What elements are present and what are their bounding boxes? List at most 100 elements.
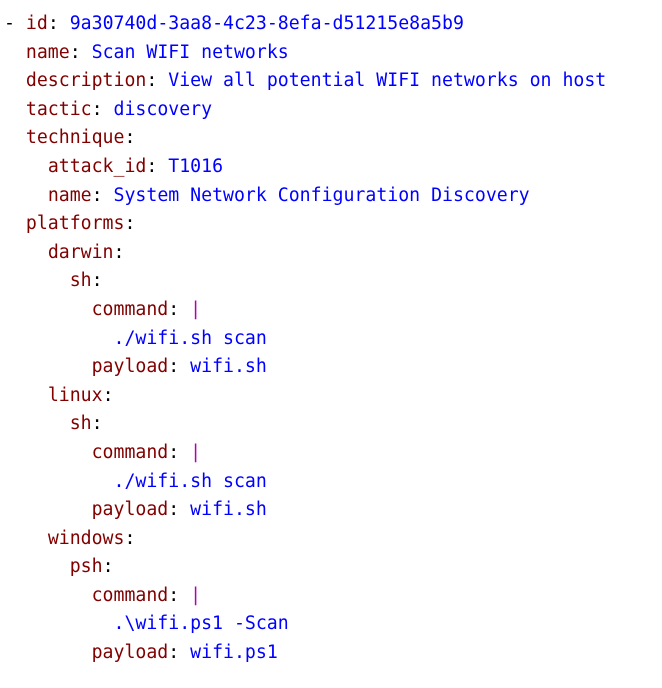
indent <box>4 642 92 663</box>
colon: : <box>69 41 81 63</box>
yaml-key: attack_id <box>47 155 147 177</box>
yaml-value: wifi.sh <box>190 499 267 521</box>
yaml-line: description: View all potential WIFI net… <box>4 67 606 96</box>
yaml-line: command: | <box>4 582 606 611</box>
colon: : <box>146 155 158 177</box>
colon: : <box>91 184 103 206</box>
yaml-line: - id: 9a30740d-3aa8-4c23-8efa-d51215e8a5… <box>4 10 606 39</box>
yaml-line: name: Scan WIFI networks <box>4 39 606 68</box>
yaml-value: View all potential WIFI networks on host <box>168 70 607 92</box>
indent <box>4 413 70 434</box>
yaml-line: payload: wifi.sh <box>4 496 606 525</box>
yaml-line: name: System Network Configuration Disco… <box>4 182 606 211</box>
yaml-line: technique: <box>4 124 606 153</box>
indent <box>4 585 92 606</box>
indent <box>4 156 48 177</box>
colon: : <box>124 127 136 149</box>
colon: : <box>168 584 180 606</box>
colon: : <box>124 527 136 549</box>
yaml-key: id <box>25 13 48 34</box>
yaml-line: payload: wifi.sh <box>4 353 606 382</box>
colon: : <box>146 70 158 92</box>
yaml-key: command <box>91 298 169 320</box>
yaml-line: command: | <box>4 439 606 468</box>
yaml-line: attack_id: T1016 <box>4 153 606 182</box>
colon: : <box>124 213 136 235</box>
yaml-key: windows <box>47 527 125 549</box>
yaml-value: Scan WIFI networks <box>91 41 289 63</box>
yaml-line: sh: <box>4 410 606 439</box>
indent <box>4 385 48 406</box>
colon: : <box>91 270 103 292</box>
yaml-key: tactic <box>25 98 92 120</box>
yaml-value: discovery <box>113 98 213 120</box>
indent <box>4 270 70 291</box>
yaml-line: .\wifi.ps1 -Scan <box>4 610 606 639</box>
yaml-value: wifi.sh <box>190 356 267 378</box>
block-scalar-indicator: | <box>190 298 202 320</box>
yaml-line: windows: <box>4 525 606 554</box>
yaml-key: sh <box>69 413 92 435</box>
yaml-key: command <box>91 441 169 463</box>
yaml-line: ./wifi.sh scan <box>4 325 606 354</box>
yaml-line: sh: <box>4 267 606 296</box>
block-scalar-indicator: | <box>190 441 202 463</box>
yaml-key: darwin <box>47 241 114 263</box>
block-scalar-content: ./wifi.sh scan <box>113 470 267 492</box>
indent <box>4 299 92 320</box>
indent <box>4 70 26 91</box>
colon: : <box>168 298 180 320</box>
block-scalar-indicator: | <box>190 584 202 606</box>
yaml-key: payload <box>91 642 169 664</box>
yaml-key: linux <box>47 384 103 406</box>
indent <box>4 471 114 492</box>
yaml-line: payload: wifi.ps1 <box>4 639 606 668</box>
indent <box>4 442 92 463</box>
yaml-key: command <box>91 584 169 606</box>
indent <box>4 242 48 263</box>
indent <box>4 613 114 634</box>
colon: : <box>102 556 114 578</box>
colon: : <box>102 384 114 406</box>
colon: : <box>47 13 59 34</box>
colon: : <box>91 98 103 120</box>
indent <box>4 528 48 549</box>
list-dash: - <box>4 13 26 34</box>
block-scalar-content: .\wifi.ps1 -Scan <box>113 613 289 635</box>
indent <box>4 42 26 63</box>
yaml-key: technique <box>25 127 125 149</box>
yaml-key: payload <box>91 356 169 378</box>
yaml-line: psh: <box>4 553 606 582</box>
yaml-value: System Network Configuration Discovery <box>113 184 530 206</box>
colon: : <box>168 642 180 664</box>
yaml-key: name <box>25 41 70 63</box>
yaml-key: description <box>25 70 147 92</box>
yaml-line: platforms: <box>4 210 606 239</box>
yaml-line: tactic: discovery <box>4 96 606 125</box>
yaml-value: wifi.ps1 <box>190 642 278 664</box>
yaml-line: linux: <box>4 382 606 411</box>
yaml-key: psh <box>69 556 103 578</box>
indent <box>4 99 26 120</box>
indent <box>4 499 92 520</box>
colon: : <box>168 499 180 521</box>
yaml-value: 9a30740d-3aa8-4c23-8efa-d51215e8a5b9 <box>69 13 464 34</box>
colon: : <box>168 356 180 378</box>
yaml-line: ./wifi.sh scan <box>4 468 606 497</box>
colon: : <box>168 441 180 463</box>
yaml-key: payload <box>91 499 169 521</box>
indent <box>4 356 92 377</box>
yaml-key: platforms <box>25 213 125 235</box>
yaml-key: name <box>47 184 92 206</box>
colon: : <box>91 413 103 435</box>
indent <box>4 556 70 577</box>
yaml-key: sh <box>69 270 92 292</box>
indent <box>4 127 26 148</box>
indent <box>4 213 26 234</box>
yaml-line: command: | <box>4 296 606 325</box>
yaml-line: darwin: <box>4 239 606 268</box>
block-scalar-content: ./wifi.sh scan <box>113 327 267 349</box>
colon: : <box>113 241 125 263</box>
indent <box>4 185 48 206</box>
yaml-value: T1016 <box>168 155 224 177</box>
